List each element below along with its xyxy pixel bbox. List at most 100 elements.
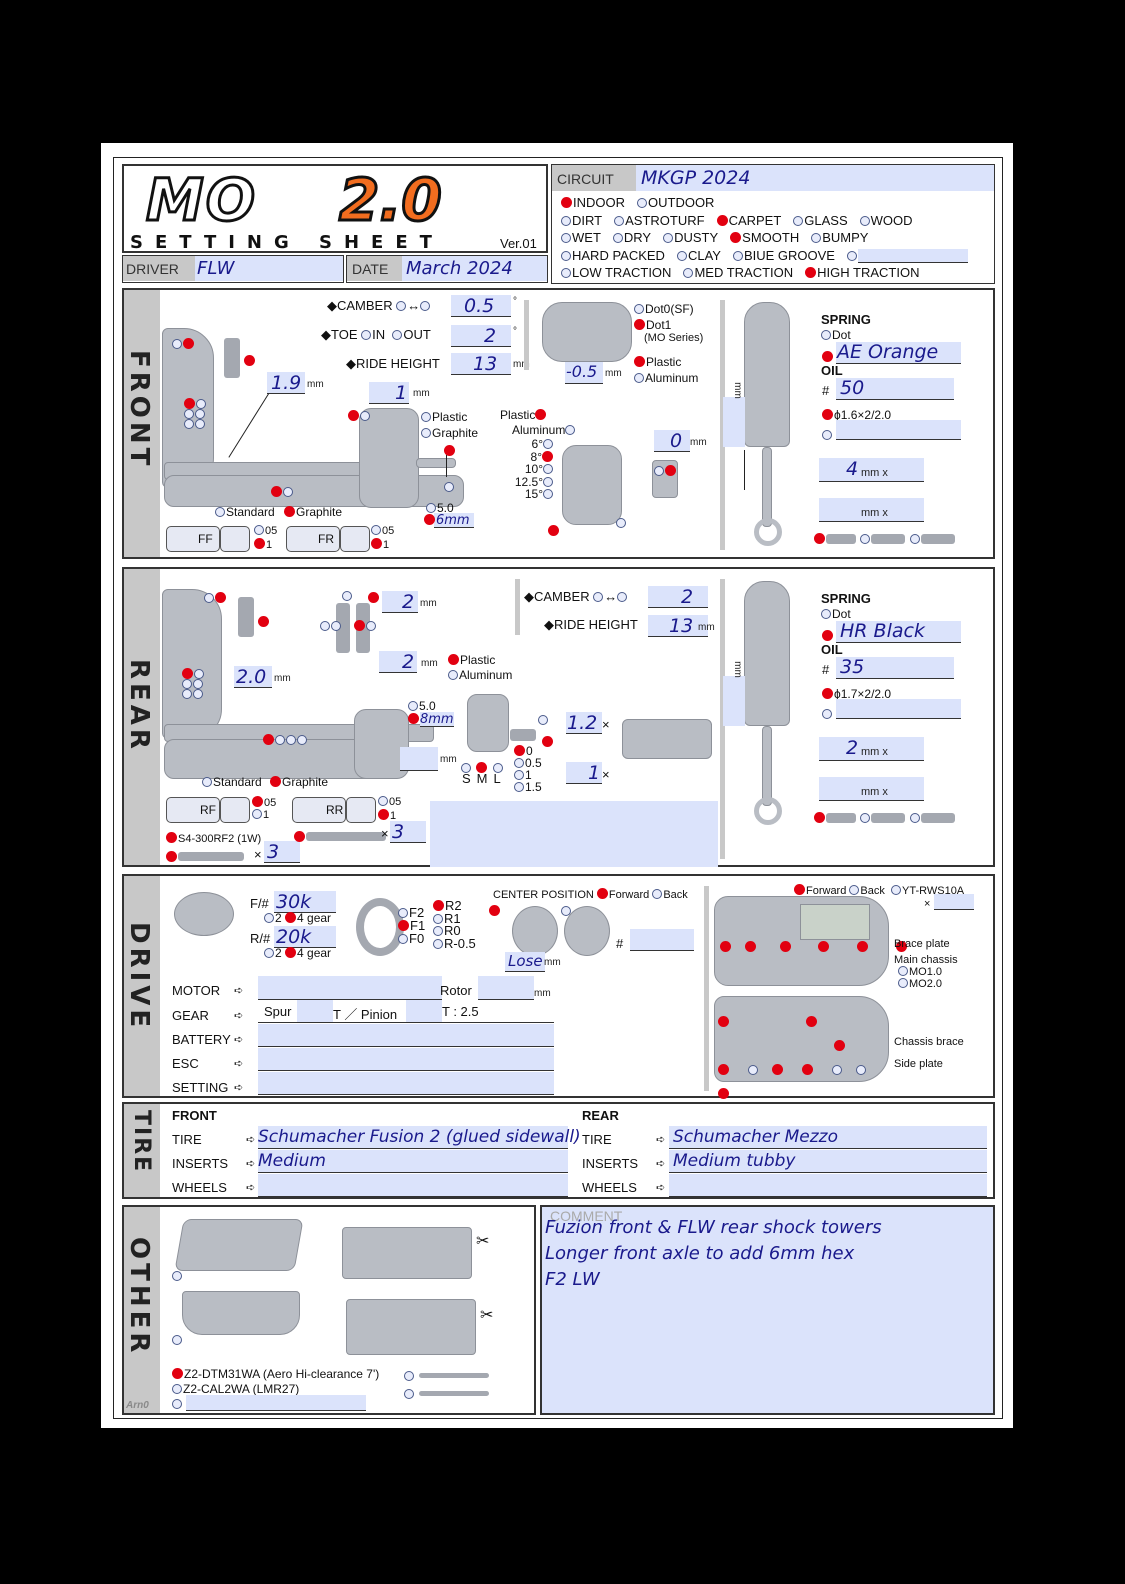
- caster-option[interactable]: 8°: [510, 450, 554, 464]
- radio-checked-icon[interactable]: [561, 197, 572, 208]
- rear-ride-height-field[interactable]: [648, 615, 708, 637]
- rear-spring-dot-option[interactable]: Dot: [821, 607, 851, 621]
- rear-tower-grid-selector[interactable]: [182, 668, 206, 699]
- condition-option[interactable]: DIRT: [561, 212, 602, 230]
- front-arm-standard-option[interactable]: Standard: [215, 505, 275, 519]
- rear-rf-count-value[interactable]: 3: [267, 841, 280, 863]
- rear-diff-value[interactable]: 20k: [276, 926, 312, 948]
- rear-tower-spacer-field[interactable]: [382, 591, 418, 613]
- rear-wing-b-selector[interactable]: [172, 1331, 183, 1349]
- comment-box[interactable]: COMMENT Fuzion front & FLW rear shock to…: [540, 1205, 995, 1415]
- tire-front-inserts-field[interactable]: [258, 1150, 568, 1173]
- front-limiter-field[interactable]: [819, 458, 924, 482]
- condition-option[interactable]: HIGH TRACTION: [805, 264, 919, 282]
- radio-unchecked-icon[interactable]: [398, 908, 408, 918]
- rear-rf-05-option[interactable]: 05: [252, 796, 276, 809]
- battery-field[interactable]: [258, 1024, 554, 1047]
- rear-hex-option[interactable]: 8mm: [408, 711, 454, 727]
- radio-unchecked-icon[interactable]: [561, 233, 571, 243]
- rear-rr-1-option[interactable]: 1: [378, 809, 396, 822]
- radio-unchecked-icon[interactable]: [514, 758, 524, 768]
- radio-unchecked-icon[interactable]: [433, 926, 443, 936]
- radio-unchecked-icon[interactable]: [663, 233, 674, 243]
- rotor-field[interactable]: [478, 976, 534, 1000]
- rear-arm-standard-option[interactable]: Standard: [202, 775, 262, 789]
- front-knuckle-plastic-option[interactable]: Plastic: [500, 408, 547, 422]
- rear-tower-spacer-value[interactable]: 2: [402, 591, 415, 613]
- rear-toe-offset-option[interactable]: 0.5: [514, 757, 542, 769]
- radio-unchecked-icon[interactable]: [561, 250, 571, 261]
- rear-oil-field[interactable]: [836, 657, 954, 679]
- rear-hub-link-value[interactable]: 2: [402, 651, 415, 673]
- radio-unchecked-icon[interactable]: [172, 1399, 182, 1409]
- front-fr-1-option[interactable]: 1: [371, 538, 389, 551]
- rear-rf-plate-selector[interactable]: [166, 848, 244, 866]
- condition-option[interactable]: WOOD: [859, 212, 913, 230]
- rear-arm-graphite-option[interactable]: Graphite: [270, 775, 328, 789]
- front-ff-1-option[interactable]: 1: [254, 538, 272, 551]
- caster-option[interactable]: 15°: [510, 488, 554, 501]
- radio-unchecked-icon[interactable]: [398, 934, 408, 944]
- circuit-value[interactable]: MKGP 2024: [641, 167, 751, 189]
- rear-rod-end-options[interactable]: [814, 809, 955, 827]
- tire-front-tire-value[interactable]: Schumacher Fusion 2 (glued sidewall): [258, 1127, 581, 1147]
- condition-custom-field[interactable]: [857, 249, 968, 264]
- front-fr-05-option[interactable]: 05: [371, 525, 394, 537]
- radio-checked-icon[interactable]: [730, 232, 742, 243]
- front-camber-link-field[interactable]: [267, 372, 305, 394]
- driver-value[interactable]: FLW: [197, 258, 235, 279]
- condition-option[interactable]: LOW TRACTION: [561, 264, 671, 282]
- front-hex-5-option[interactable]: 5.0: [426, 501, 454, 515]
- rear-oil-value[interactable]: 35: [840, 656, 865, 678]
- front-hex-option[interactable]: 6mm: [424, 512, 470, 528]
- tire-front-tire-field[interactable]: [258, 1126, 568, 1149]
- rear-tower-spacer-left-selector[interactable]: [320, 617, 342, 635]
- rear-hex-5-option[interactable]: 5.0: [408, 699, 436, 713]
- front-axle-low-selector[interactable]: [444, 478, 455, 496]
- front-hex-field[interactable]: [434, 513, 474, 528]
- esc-field[interactable]: [258, 1048, 554, 1071]
- rear-hub-link-field[interactable]: [379, 651, 417, 673]
- caster-option[interactable]: 12.5°: [510, 475, 554, 489]
- rear-tower-top-selected[interactable]: [368, 589, 380, 607]
- main-chassis-mo20-option[interactable]: MO2.0: [898, 978, 942, 990]
- front-oil-field[interactable]: [836, 378, 954, 400]
- tire-rear-wheels-field[interactable]: [669, 1174, 987, 1197]
- radio-unchecked-icon[interactable]: [433, 913, 443, 924]
- radio-checked-icon[interactable]: [542, 450, 553, 462]
- front-axle-height-selector[interactable]: [444, 442, 456, 460]
- radio-unchecked-icon[interactable]: [433, 938, 443, 949]
- radio-unchecked-icon[interactable]: [612, 233, 623, 243]
- front-hub-graphite-option[interactable]: Graphite: [421, 426, 478, 440]
- rear-arm-spacer-bottom-value[interactable]: 1: [588, 762, 601, 784]
- caster-option[interactable]: 6°: [510, 438, 554, 451]
- front-arm-graphite-option[interactable]: Graphite: [284, 505, 342, 519]
- front-limiter-value[interactable]: 4: [846, 458, 859, 480]
- radio-unchecked-icon[interactable]: [793, 215, 804, 226]
- condition-option[interactable]: DUSTY: [663, 229, 718, 247]
- front-spring-dot-option[interactable]: Dot: [821, 328, 851, 342]
- radio-unchecked-icon[interactable]: [811, 233, 822, 243]
- rear-toe-link-upper[interactable]: [538, 711, 549, 729]
- rear-spring-field[interactable]: [836, 621, 961, 643]
- rear-camber-link-field[interactable]: [234, 666, 272, 688]
- front-diff-field[interactable]: [274, 891, 336, 913]
- condition-option[interactable]: CARPET: [716, 212, 781, 230]
- tire-rear-tire-value[interactable]: Schumacher Mezzo: [673, 1127, 839, 1147]
- condition-option[interactable]: BIUE GROOVE: [732, 247, 835, 265]
- rear-wing-a-selector[interactable]: [172, 1267, 183, 1285]
- front-camber-field[interactable]: [451, 295, 511, 317]
- center-position-field[interactable]: [505, 952, 545, 972]
- condition-option[interactable]: OUTDOOR: [637, 194, 714, 212]
- radio-unchecked-icon[interactable]: [637, 198, 647, 208]
- rear-arm-spacer-top-value[interactable]: 1.2: [567, 712, 598, 734]
- front-oil-value[interactable]: 50: [840, 377, 865, 399]
- front-steering-position-selector[interactable]: [348, 407, 371, 425]
- center-back-selector[interactable]: [561, 902, 572, 920]
- rear-toe-link-lower[interactable]: [542, 733, 554, 751]
- rear-rf-1-option[interactable]: 1: [252, 809, 269, 821]
- front-knuckle-pin-selector[interactable]: [548, 522, 560, 540]
- front-tower-grid-selector[interactable]: [184, 398, 208, 429]
- wing-option[interactable]: Z2-DTM31WA (Aero Hi-clearance 7'): [172, 1367, 379, 1382]
- radio-checked-icon[interactable]: [433, 900, 444, 911]
